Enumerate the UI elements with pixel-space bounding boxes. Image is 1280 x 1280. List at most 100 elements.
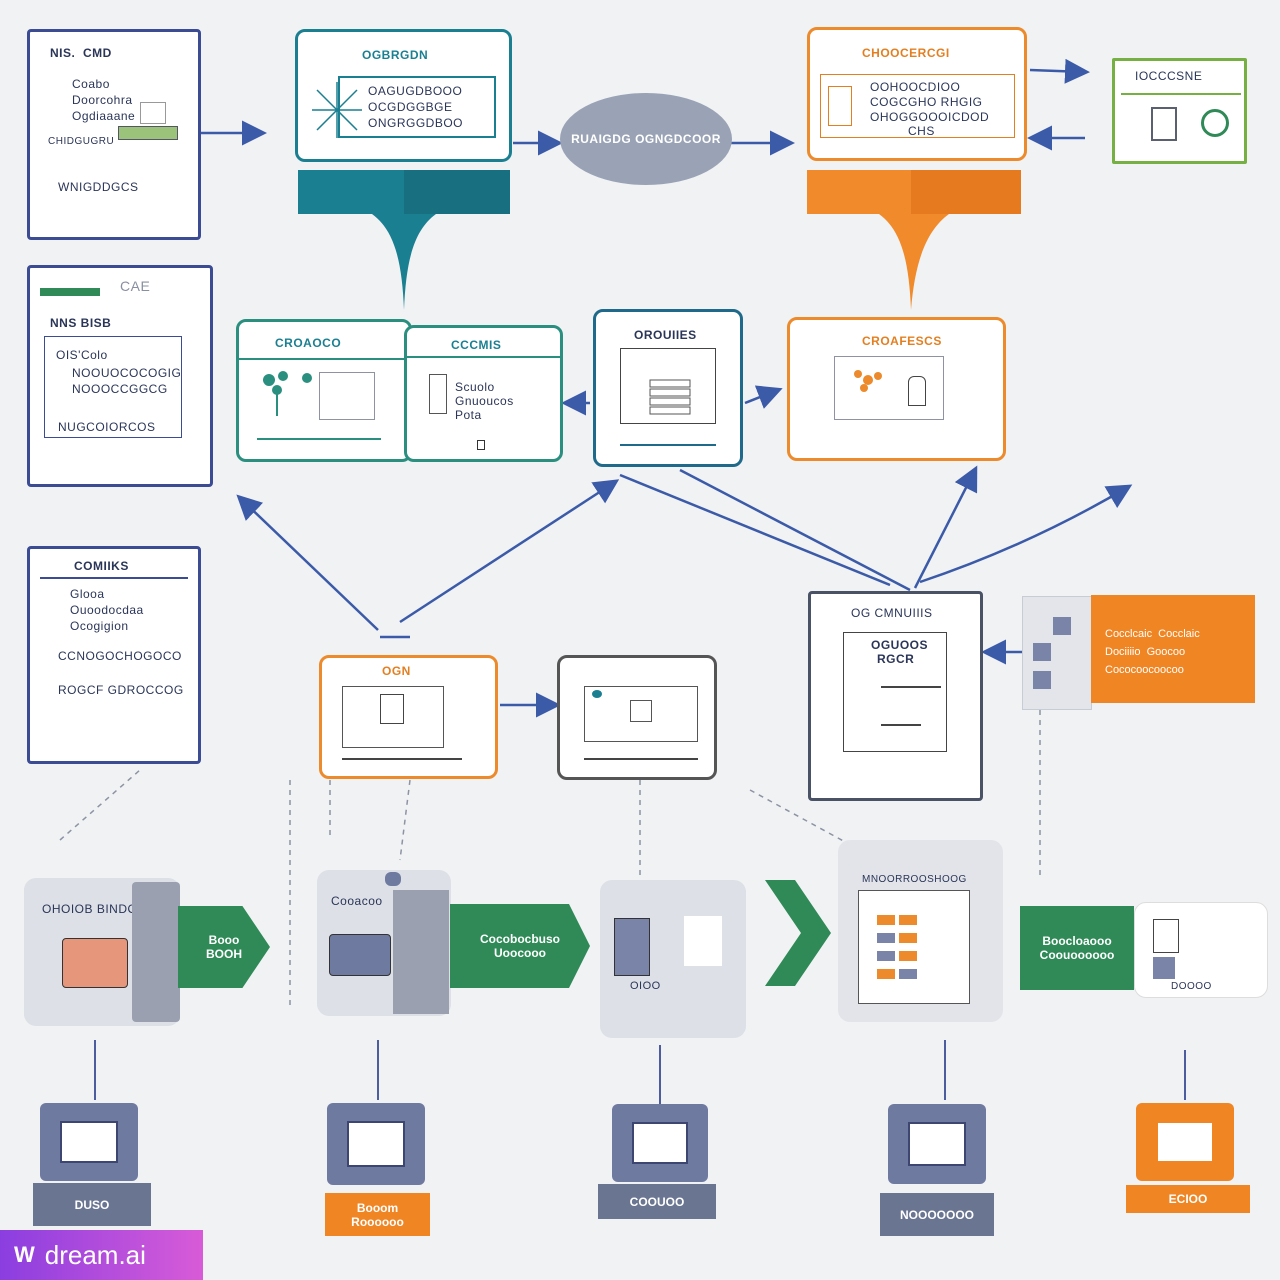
monitor-icon-5 xyxy=(1136,1103,1234,1181)
divider xyxy=(407,356,562,358)
document-line: NOOUOCOCOGIG xyxy=(72,366,182,380)
document-title: OG CMNUIIIS xyxy=(851,606,933,620)
bar-stack-icon xyxy=(649,379,691,415)
document-icon xyxy=(828,86,852,126)
card-inner-frame xyxy=(584,686,698,742)
document-line: NOOOCCGGCG xyxy=(72,382,168,396)
panel-icon xyxy=(684,916,722,966)
gray-card xyxy=(557,655,717,780)
flow-step-5: DOOOO xyxy=(1134,902,1268,998)
orange-mid-card: CROAFESCS xyxy=(787,317,1006,461)
teal-left-card: CROAOCO xyxy=(236,319,412,462)
base-label-4: NOOOOOOO xyxy=(880,1193,994,1236)
card-line: Pota xyxy=(455,408,482,422)
document-footer: ROGCF GDROCCOG xyxy=(58,683,184,697)
monitor-icon-4 xyxy=(888,1104,986,1184)
status-dot-icon xyxy=(592,690,602,698)
card-line: COGCGHO RHGIG xyxy=(870,95,983,109)
document-line: OGUOOS xyxy=(871,638,929,652)
flow-step-title: OHOIOB BINDO xyxy=(42,902,138,916)
refresh-icon xyxy=(1201,109,1229,137)
base-label-3: COOUOO xyxy=(598,1184,716,1219)
teal-right-card: CCCMIS Scuolo Gnuoucos Pota xyxy=(404,325,563,462)
card-title: OGN xyxy=(382,664,411,678)
document-icon xyxy=(1153,919,1179,953)
chart-frame xyxy=(620,348,716,424)
document-footer: WNIGDDGCS xyxy=(58,180,139,194)
window-icon xyxy=(1033,643,1051,661)
flow-step-title: MNOORROOSHOOG xyxy=(862,874,967,885)
flow-chevron xyxy=(765,880,831,986)
document-frame xyxy=(843,632,947,752)
dots-icon xyxy=(854,370,882,392)
left-lower-document: COMIIKS Glooa Ouoodocdaa Ocogigion CCNOG… xyxy=(27,546,201,764)
green-tab xyxy=(40,288,100,296)
document-title: NNS BISB xyxy=(50,316,112,330)
flow-step-2: Cooacoo xyxy=(317,870,451,1016)
thumbnail-icon xyxy=(140,102,166,124)
document-tab-label: CAE xyxy=(120,278,151,294)
flow-step-title: DOOOO xyxy=(1171,981,1212,992)
watermark-text: dream.ai xyxy=(44,1239,146,1270)
divider xyxy=(257,438,381,440)
box-icon xyxy=(62,938,128,988)
mid-right-document: OG CMNUIIIS OGUOOS RGCR xyxy=(808,591,983,801)
divider xyxy=(584,758,698,760)
orange-info-label: Cocclcaic Cocclaic Dociiiio Goocoo Cococ… xyxy=(1091,595,1255,703)
card-inner-frame xyxy=(342,686,444,748)
divider xyxy=(620,444,716,446)
label-line: Cocclcaic Cocclaic xyxy=(1105,628,1200,640)
label-line: Cococoocoocoo xyxy=(1105,664,1184,676)
hand-icon xyxy=(319,372,375,420)
panel-icon xyxy=(1153,957,1175,979)
card-line: OCGDGGBGE xyxy=(368,100,453,114)
flow-step-title: Cooacoo xyxy=(331,894,383,908)
dream-ai-watermark: W dream.ai xyxy=(0,1230,203,1280)
tag-label: CHIDGUGRU xyxy=(48,136,115,147)
flow-panel xyxy=(393,890,449,1014)
document-line: Ocogigion xyxy=(70,619,129,633)
flow-step-3: OIOO xyxy=(600,880,746,1038)
document-line: RGCR xyxy=(877,652,915,666)
key-icon xyxy=(881,686,941,688)
mid-left-document: CAE NNS BISB OIS'Colo NOOUOCOCOGIG NOOOC… xyxy=(27,265,213,487)
card-line: ONGRGGDBOO xyxy=(368,116,464,130)
table-frame xyxy=(858,890,970,1004)
document-line: CCNOGOCHOGOCO xyxy=(58,649,182,663)
card-title: CHOOCERCGI xyxy=(862,46,950,60)
card-line: OAGUGDBOOO xyxy=(368,84,463,98)
box-icon xyxy=(329,934,391,976)
orange-small-card: OGN xyxy=(319,655,498,779)
card-line: CHS xyxy=(908,124,935,138)
flow-step-1: OHOIOB BINDO xyxy=(24,878,180,1026)
divider xyxy=(881,724,921,726)
top-left-document: NIS. CMD Coabo Doorcohra Ogdiaaane CHIDG… xyxy=(27,29,201,240)
building-icon xyxy=(1022,596,1092,710)
window-icon xyxy=(1033,671,1051,689)
card-line: Scuolo xyxy=(455,380,495,394)
card-title: IOCCCSNE xyxy=(1135,69,1203,83)
card-title: OGBRGDN xyxy=(362,48,429,62)
document-line: Coabo xyxy=(72,77,110,91)
base-label-5: ECIOO xyxy=(1126,1185,1250,1213)
flow-panel xyxy=(132,882,180,1022)
flow-arrow-4: Boocloaooo Coouoooooo xyxy=(1020,906,1134,990)
document-footer: NUGCOIORCOS xyxy=(58,420,156,434)
flow-arrow-2: Cocobocbuso Uoocooo xyxy=(450,904,590,988)
card-line: OOHOOCDIOO xyxy=(870,80,961,94)
document-icon xyxy=(614,918,650,976)
document-title: COMIIKS xyxy=(74,559,129,573)
document-line: Ouoodocdaa xyxy=(70,603,144,617)
process-oval: RUAIGDG OGNGDCOOR xyxy=(560,93,732,185)
card-title: CROAOCO xyxy=(275,336,342,350)
orange-process-card: CHOOCERCGI OOHOOCDIOO COGCGHO RHGIG OHOG… xyxy=(807,27,1027,161)
monitor-icon-3 xyxy=(612,1104,708,1182)
lock-icon xyxy=(908,376,926,406)
card-line: Gnuoucos xyxy=(455,394,514,408)
plant-icon xyxy=(263,371,312,416)
window-icon xyxy=(1053,617,1071,635)
document-line: Doorcohra xyxy=(72,93,133,107)
dream-logo-icon: W xyxy=(14,1242,35,1267)
green-tag xyxy=(118,126,178,140)
